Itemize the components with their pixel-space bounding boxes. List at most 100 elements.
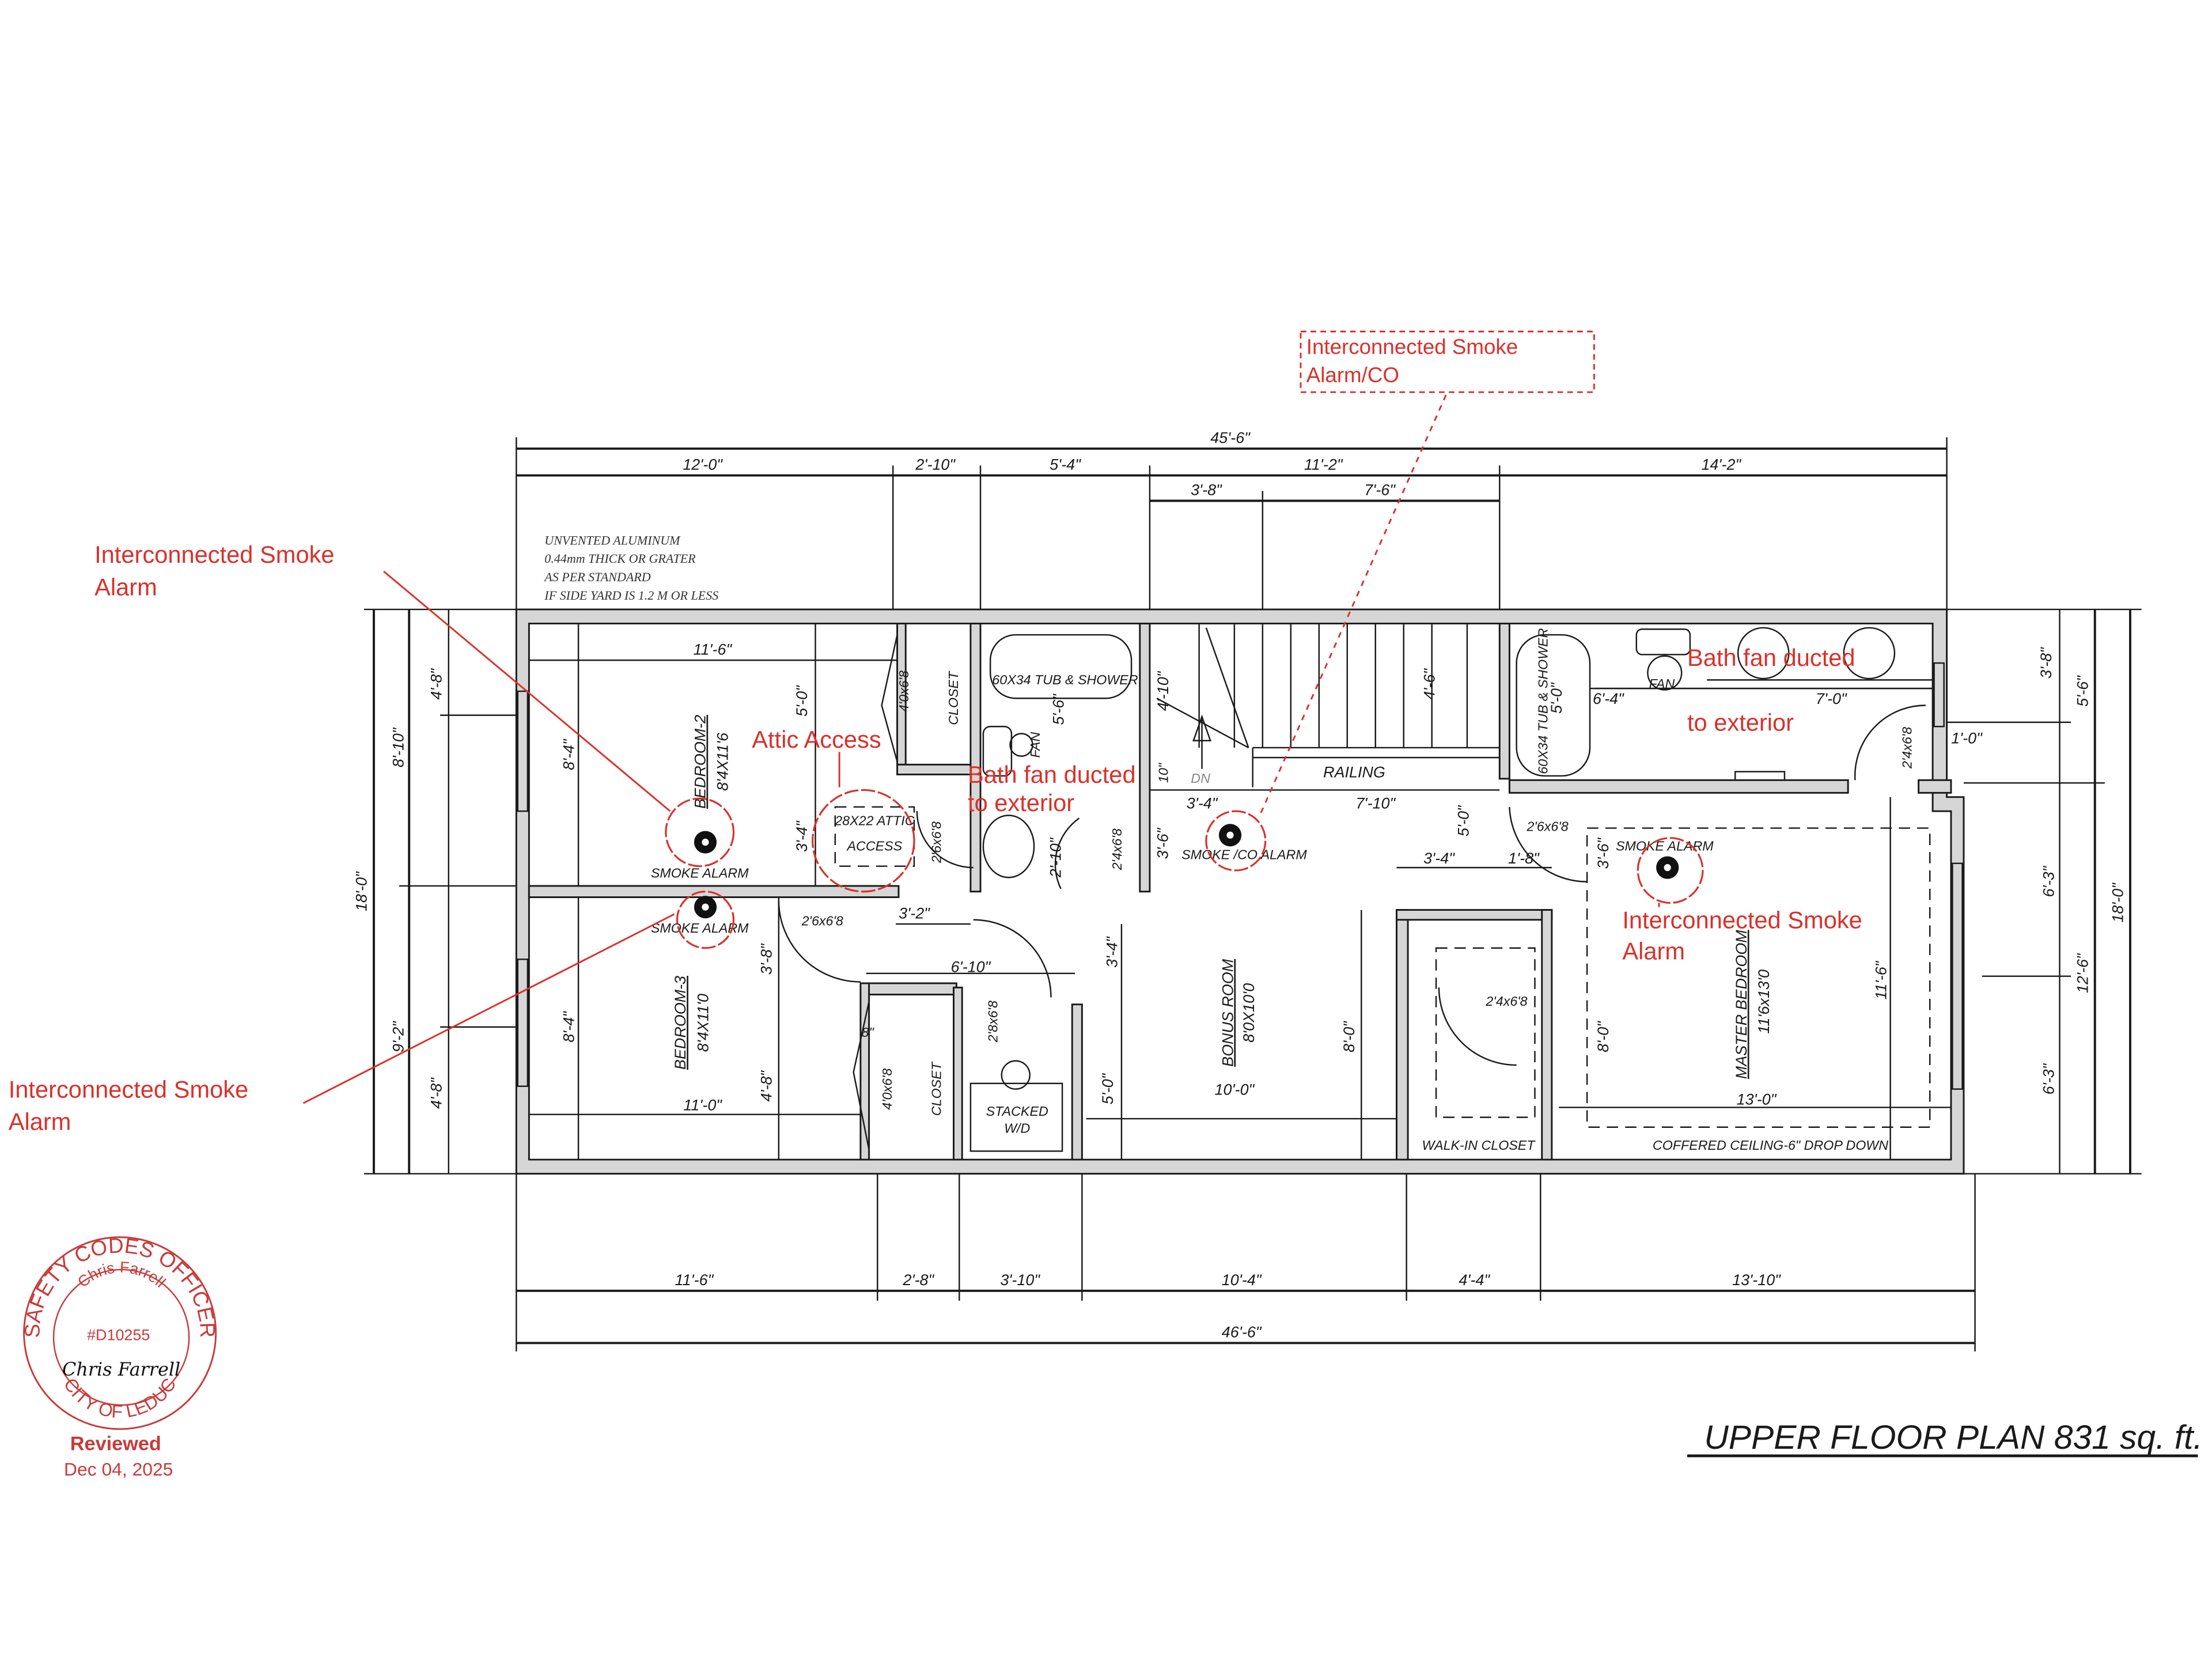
door-swing bbox=[1854, 704, 1926, 781]
dim-top-sub: 7'-6" bbox=[1364, 482, 1396, 499]
smoke-alarm-label: SMOKE ALARM bbox=[1616, 839, 1714, 854]
dim-interior: 3'-8" bbox=[758, 943, 775, 975]
sink bbox=[1843, 627, 1896, 680]
dim-top: 14'-2" bbox=[1701, 456, 1741, 474]
revision-cloud bbox=[1205, 810, 1267, 872]
revision-cloud bbox=[1637, 837, 1704, 904]
annotation-bath-fan: to exterior bbox=[968, 789, 1074, 816]
note-line: AS PER STANDARD bbox=[543, 570, 650, 584]
door-swing bbox=[973, 919, 1052, 998]
fan-label: FAN bbox=[1649, 676, 1675, 691]
top-dimensions: 45'-6" 12'-0" 2'-10" 5'-4" 11'-2" 14'-2"… bbox=[516, 429, 1948, 609]
annotation-smoke-co: Interconnected Smoke bbox=[1306, 335, 1518, 359]
room-bonus-size: 8'0X10'0 bbox=[1240, 983, 1257, 1043]
door-swing bbox=[778, 900, 861, 983]
washer-dryer bbox=[969, 1082, 1063, 1152]
safety-codes-stamp: SAFETY CODES OFFICER Chris Farrell #D102… bbox=[20, 1233, 219, 1479]
dim-bottom: 10'-4" bbox=[1222, 1271, 1262, 1289]
door-swing bbox=[1438, 987, 1517, 1066]
sink bbox=[1737, 627, 1790, 680]
stacked-wd-label: STACKED bbox=[986, 1104, 1048, 1119]
dim-interior: 4'-10" bbox=[1154, 671, 1172, 711]
dim-interior: 8'-0" bbox=[1340, 1021, 1358, 1052]
walls bbox=[515, 608, 1965, 1175]
note-line: UNVENTED ALUMINUM bbox=[544, 533, 681, 547]
closet-label: CLOSET bbox=[946, 671, 961, 725]
right-dimensions: 18'-0" 5'-6" 12'-6" 3'-8" 6'-3" 6'-3" 1'… bbox=[1946, 608, 2142, 1175]
annotation-bath-fan: Bath fan ducted bbox=[968, 761, 1136, 788]
walk-in-shelf-outline bbox=[1435, 947, 1536, 1118]
dim-overall-top: 45'-6" bbox=[1210, 429, 1251, 446]
door-size: 4'0x6'8 bbox=[896, 671, 911, 712]
dim-interior: 8" bbox=[862, 1025, 875, 1040]
annotation-attic-access: Attic Access bbox=[752, 726, 881, 753]
smoke-alarm-icon bbox=[694, 896, 717, 919]
down-label: DN bbox=[1191, 771, 1210, 786]
left-dimensions: 18'-0" 8'-10" 9'-2" 4'-8" 4'-8" bbox=[353, 608, 517, 1175]
dim-interior: 5'-0" bbox=[1099, 1073, 1116, 1104]
dim-interior: 7'-0" bbox=[1816, 690, 1847, 707]
door-labels: 4'0x6'8 4'0x6'8 2'6x6'8 2'6x6'8 2'6x6'8 … bbox=[801, 671, 1915, 1110]
dim-interior: 3'-2" bbox=[899, 904, 930, 922]
interior-wall bbox=[953, 986, 963, 1161]
dim-bottom: 4'-4" bbox=[1459, 1271, 1490, 1289]
plan-title: UPPER FLOOR PLAN 831 sq. ft. bbox=[1704, 1419, 2202, 1456]
coffered-ceiling-label: COFFERED CEILING-6" DROP DOWN bbox=[1653, 1138, 1888, 1153]
dim-interior: 5'-6" bbox=[1050, 694, 1067, 725]
dim-interior: 6'-4" bbox=[1593, 690, 1624, 707]
revision-cloud bbox=[665, 797, 735, 868]
closet-label: CLOSET bbox=[929, 1061, 944, 1116]
door-swing bbox=[1509, 806, 1588, 882]
dim-interior: 7'-10" bbox=[1355, 794, 1396, 812]
revision-cloud bbox=[812, 789, 915, 893]
window bbox=[517, 959, 529, 1087]
dim-left-inner: 4'-8" bbox=[428, 668, 445, 700]
dim-left-inner: 4'-8" bbox=[428, 1077, 445, 1109]
stamp-city: CITY OF LEDUC bbox=[60, 1374, 180, 1422]
dim-interior: 11'-6" bbox=[1872, 960, 1889, 999]
door-size: 2'6x6'8 bbox=[801, 914, 843, 929]
annotation-smoke-alarm: Alarm bbox=[9, 1108, 71, 1135]
room-bonus: BONUS ROOM bbox=[1219, 959, 1236, 1067]
dim-top: 2'-10" bbox=[915, 456, 956, 474]
revision-cloud bbox=[676, 891, 735, 949]
interior-wall bbox=[1508, 779, 1849, 794]
stamp-date: Dec 04, 2025 bbox=[64, 1459, 173, 1480]
door-size: 2'6x6'8 bbox=[1526, 819, 1568, 834]
review-markup: Interconnected Smoke Alarm Interconnecte… bbox=[9, 331, 1862, 1135]
door-swings bbox=[778, 634, 1926, 1150]
door-size: 2'8x6'8 bbox=[985, 1001, 1000, 1043]
dim-overall-bottom: 46'-6" bbox=[1222, 1324, 1262, 1341]
windows bbox=[517, 662, 1963, 1090]
dim-bottom: 3'-10" bbox=[1000, 1271, 1040, 1289]
interior-wall bbox=[1918, 779, 1952, 794]
tub-label: 60X34 TUB & SHOWER bbox=[1536, 628, 1551, 774]
railing-label: RAILING bbox=[1323, 763, 1385, 781]
dim-top: 5'-4" bbox=[1050, 456, 1081, 474]
smoke-co-alarm-label: SMOKE /CO ALARM bbox=[1181, 847, 1307, 862]
dim-interior: 4'-6" bbox=[1421, 668, 1438, 700]
dim-right-inner: 6'-3" bbox=[2040, 865, 2058, 897]
interior-wall bbox=[1396, 909, 1409, 1161]
dim-left: 8'-10" bbox=[389, 727, 407, 767]
window bbox=[517, 690, 529, 812]
annotation-smoke-alarm: Interconnected Smoke bbox=[94, 541, 335, 568]
bifold-door bbox=[853, 1001, 870, 1150]
bathtub bbox=[989, 634, 1132, 699]
staircase bbox=[1149, 623, 1500, 791]
room-bedroom-2-size: 8'4X11'6 bbox=[714, 733, 732, 791]
dim-interior: 8'-4" bbox=[560, 738, 578, 770]
annotation-smoke-alarm: Interconnected Smoke bbox=[9, 1075, 249, 1103]
dim-interior: 4'-8" bbox=[758, 1070, 775, 1101]
room-bedroom-3-size: 8'4X11'0 bbox=[694, 994, 711, 1052]
dim-interior: 11'-0" bbox=[683, 1096, 722, 1113]
interior-wall bbox=[528, 885, 900, 899]
annotation-bath-fan: to exterior bbox=[1687, 709, 1794, 736]
interior-wall bbox=[1396, 909, 1553, 921]
bathtub bbox=[1516, 634, 1591, 777]
room-bedroom-3: BEDROOM-3 bbox=[672, 976, 689, 1070]
stacked-wd-label: W/D bbox=[1004, 1121, 1030, 1136]
smoke-alarm-icon bbox=[694, 831, 717, 854]
